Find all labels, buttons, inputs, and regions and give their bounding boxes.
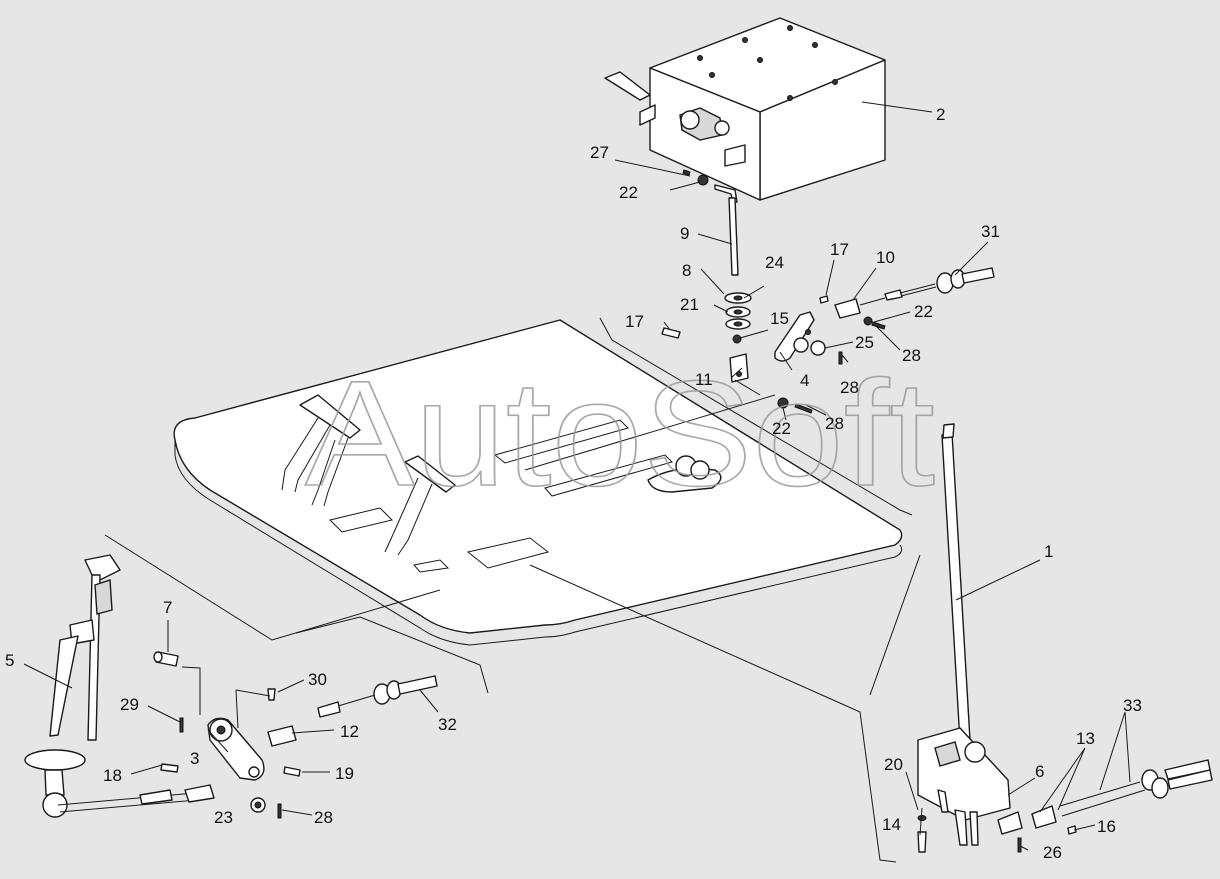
callout-16: 16	[1097, 817, 1116, 836]
callout-26: 26	[1043, 843, 1062, 862]
callout-27: 27	[590, 143, 609, 162]
pin-7	[153, 651, 179, 667]
screw-14	[917, 815, 927, 853]
cable-33	[997, 759, 1213, 835]
callout-9: 9	[680, 224, 689, 243]
callout-28-left: 28	[314, 808, 333, 827]
washers-8-21-24	[724, 292, 752, 344]
callout-labels: 1 2 3 4 5 6 7 8 9 10 11 12 13 14 15 16 1…	[5, 105, 1142, 862]
clutch-pedal	[384, 455, 456, 556]
callout-28-right: 28	[902, 346, 921, 365]
rod-linkage-left	[57, 784, 215, 813]
pin-18	[160, 763, 179, 773]
callout-leaders	[23, 101, 1131, 851]
callout-22-right: 22	[914, 302, 933, 321]
callout-20: 20	[884, 755, 903, 774]
callout-23: 23	[214, 808, 233, 827]
callout-4: 4	[800, 371, 809, 390]
linkage-rod-9	[697, 174, 739, 276]
watermark-text: AutoSoft	[305, 349, 935, 517]
lever-base-bracket	[917, 727, 1011, 846]
callout-6: 6	[1035, 762, 1044, 781]
lever-3	[207, 717, 265, 781]
column-5	[24, 554, 121, 818]
assembly-guide-lines	[104, 317, 923, 863]
cable-32	[267, 675, 438, 747]
callout-33: 33	[1123, 696, 1142, 715]
callout-5: 5	[5, 651, 14, 670]
callout-10: 10	[876, 248, 895, 267]
callout-32: 32	[438, 715, 457, 734]
callout-21: 21	[680, 295, 699, 314]
callout-24: 24	[765, 253, 784, 272]
callout-12: 12	[340, 722, 359, 741]
callout-18: 18	[103, 766, 122, 785]
cable-31	[819, 267, 995, 326]
callout-17-floor: 17	[625, 312, 644, 331]
housing-bolt-holes	[697, 25, 838, 101]
callout-28-lower: 28	[825, 414, 844, 433]
small-pins-28	[179, 169, 1022, 853]
control-housing-box	[604, 17, 886, 201]
callout-1: 1	[1044, 542, 1053, 561]
callout-29: 29	[120, 695, 139, 714]
callout-15: 15	[770, 309, 789, 328]
callout-22-mid: 22	[772, 419, 791, 438]
callout-19: 19	[335, 764, 354, 783]
callout-22-top: 22	[619, 183, 638, 202]
floor-plate	[173, 319, 903, 646]
pin-19	[283, 766, 301, 777]
pin-17-floor	[661, 327, 681, 339]
washer-23	[250, 797, 266, 813]
lever-4	[774, 311, 826, 362]
callout-3: 3	[190, 749, 199, 768]
callout-13: 13	[1076, 729, 1095, 748]
callout-28-mid: 28	[840, 378, 859, 397]
callout-11: 11	[695, 370, 713, 389]
callout-7: 7	[163, 598, 172, 617]
callout-17-top: 17	[830, 240, 849, 259]
gear-lever-1	[941, 423, 971, 743]
callout-30: 30	[308, 670, 327, 689]
brake-pedal	[281, 394, 361, 507]
callout-8: 8	[682, 261, 691, 280]
floor-hinge-assembly	[647, 455, 722, 493]
callout-2: 2	[936, 105, 945, 124]
callout-31: 31	[981, 222, 1000, 241]
callout-14: 14	[882, 815, 901, 834]
callout-25: 25	[855, 333, 874, 352]
